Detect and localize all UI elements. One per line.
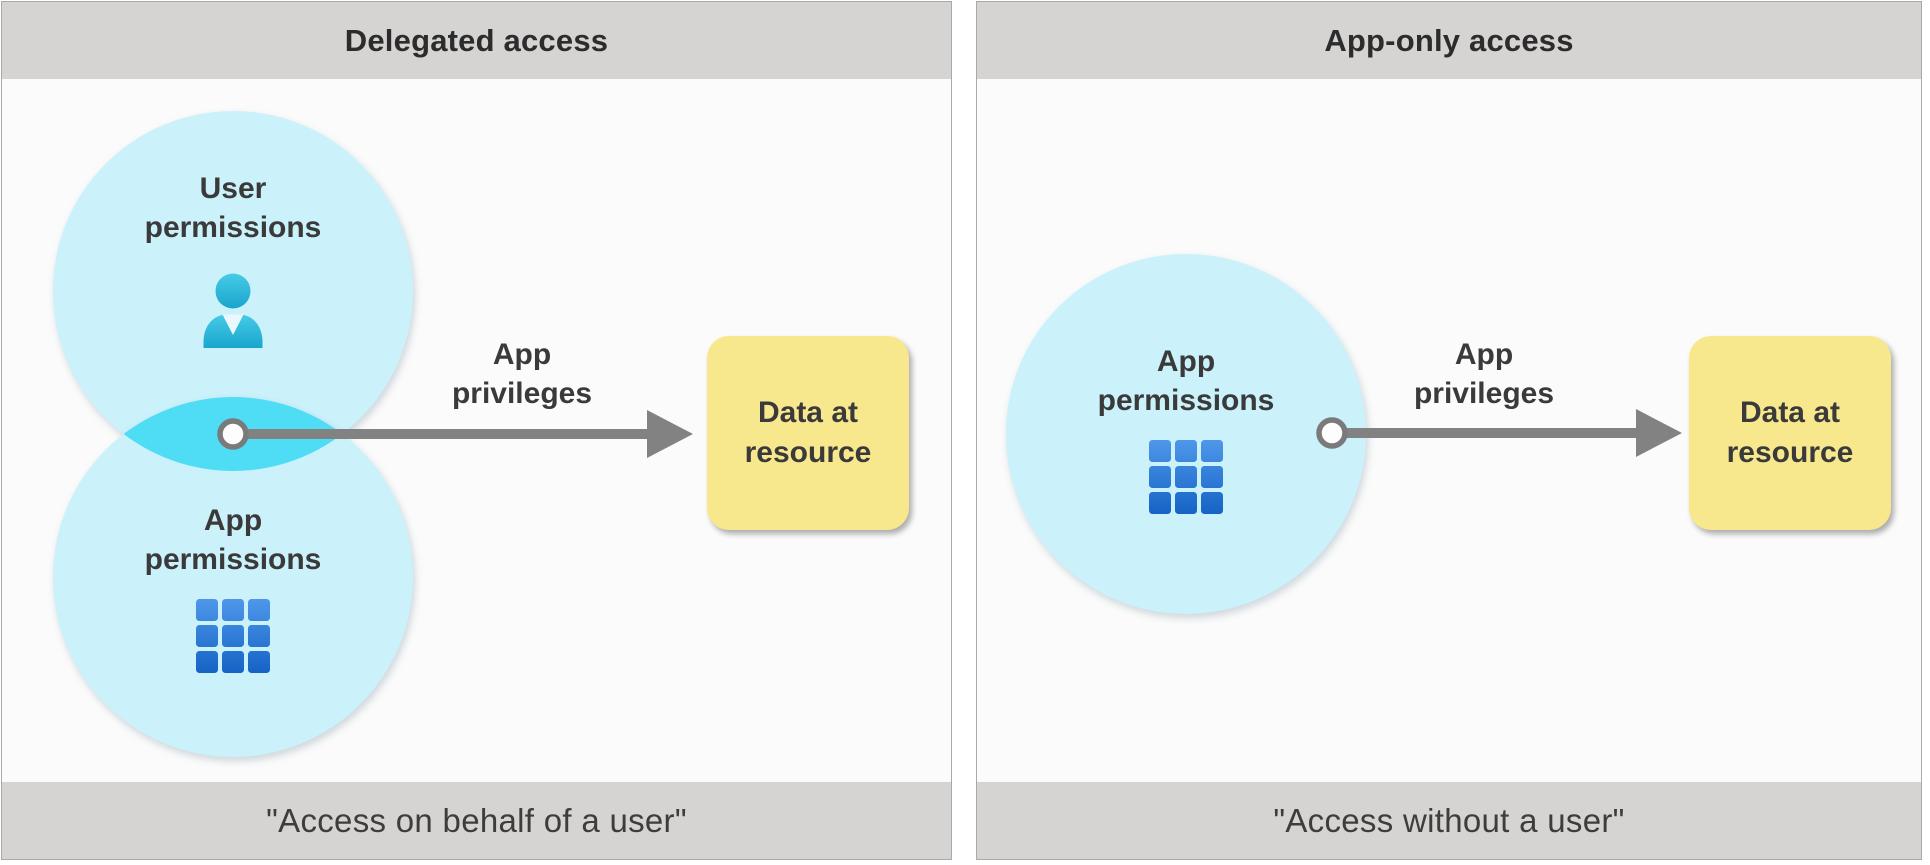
panel-caption: "Access on behalf of a user": [266, 801, 687, 839]
delegated-access-title-bar: Delegated access: [2, 2, 951, 79]
app-privileges-label-line1: App: [492, 338, 552, 371]
delegated-access-content: User permissions: [2, 79, 951, 782]
app-privileges-label: App privileges: [1334, 335, 1634, 413]
user-permissions-label-line1: User: [199, 172, 267, 205]
data-at-resource-line2: resource: [1726, 436, 1854, 469]
panel-delegated-access: Delegated access User permissions: [1, 1, 952, 860]
app-permissions-label-line1: App: [203, 504, 263, 537]
app-permissions-label-line1: App: [1156, 345, 1216, 378]
data-at-resource-box: Data at resource: [707, 336, 909, 530]
app-only-access-caption-bar: "Access without a user": [977, 782, 1921, 859]
panel-app-only-access: App-only access App permissions: [976, 1, 1922, 860]
app-permissions-circle: App permissions: [1006, 254, 1366, 614]
data-at-resource-line1: Data at: [757, 396, 859, 429]
app-privileges-label-line1: App: [1454, 338, 1514, 371]
user-permissions-label-line2: permissions: [144, 211, 322, 244]
app-permissions-label-line2: permissions: [1097, 384, 1275, 417]
data-at-resource-line2: resource: [744, 436, 872, 469]
app-only-access-title-bar: App-only access: [977, 2, 1921, 79]
panel-title: Delegated access: [344, 22, 609, 58]
app-grid-icon: [1149, 440, 1223, 514]
app-permissions-circle: App permissions: [53, 397, 413, 757]
panel-caption: "Access without a user": [1273, 801, 1625, 839]
delegated-access-caption-bar: "Access on behalf of a user": [2, 782, 951, 859]
data-at-resource-line1: Data at: [1739, 396, 1841, 429]
user-icon: [203, 273, 263, 348]
app-only-access-content: App permissions: [977, 79, 1921, 782]
app-privileges-label: App privileges: [372, 335, 672, 413]
app-permissions-label: App permissions: [1098, 342, 1275, 420]
app-grid-icon: [196, 599, 270, 673]
app-permissions-label: App permissions: [145, 501, 322, 579]
user-permissions-label: User permissions: [145, 169, 322, 247]
data-at-resource-box: Data at resource: [1689, 336, 1891, 530]
app-permissions-label-line2: permissions: [144, 543, 322, 576]
panel-title: App-only access: [1324, 22, 1574, 58]
app-privileges-label-line2: privileges: [451, 377, 593, 410]
app-privileges-label-line2: privileges: [1413, 377, 1555, 410]
